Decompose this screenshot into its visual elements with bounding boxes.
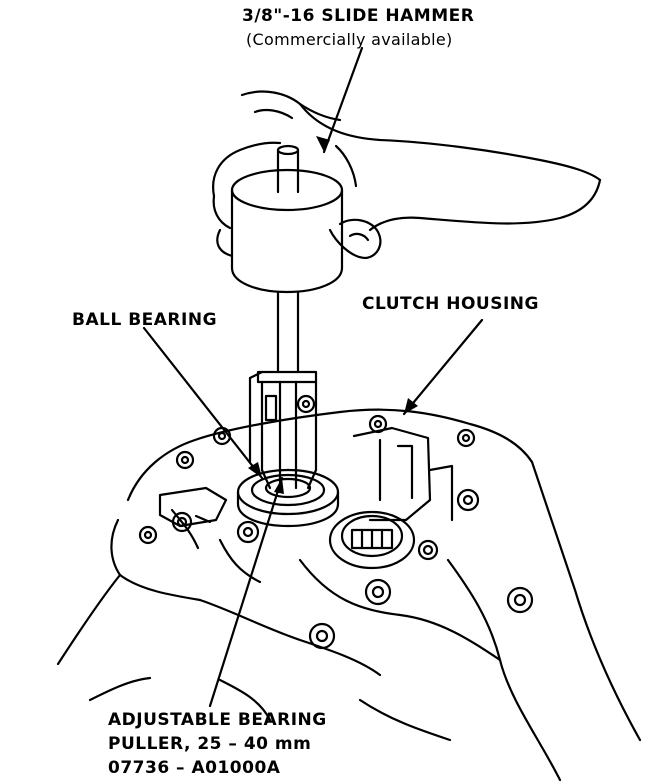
leader-clutch-housing <box>404 320 482 414</box>
leader-puller <box>210 478 282 706</box>
ball-bearing-drawing <box>238 470 338 526</box>
label-slide-hammer: 3/8"-16 SLIDE HAMMER <box>242 6 475 26</box>
label-puller-line-3: 07736 – A01000A <box>108 758 281 778</box>
label-puller-line-2: PULLER, 25 – 40 mm <box>108 734 312 754</box>
arrowhead-puller <box>274 478 284 494</box>
slide-hammer-drawing <box>232 146 342 372</box>
leader-ball-bearing <box>144 328 262 478</box>
label-puller-line-1: ADJUSTABLE BEARING <box>108 710 327 730</box>
leader-lines <box>144 48 482 706</box>
clutch-housing-drawing <box>58 410 640 780</box>
arrowhead-clutch-housing <box>404 398 418 414</box>
label-slide-hammer-note: (Commercially available) <box>246 30 453 49</box>
label-clutch-housing: CLUTCH HOUSING <box>362 294 539 314</box>
arrowhead-ball-bearing <box>248 462 262 478</box>
leader-slide-hammer <box>324 48 362 152</box>
arrowhead-slide-hammer <box>316 136 330 152</box>
hand-drawing <box>213 92 600 258</box>
label-ball-bearing: BALL BEARING <box>72 310 218 330</box>
